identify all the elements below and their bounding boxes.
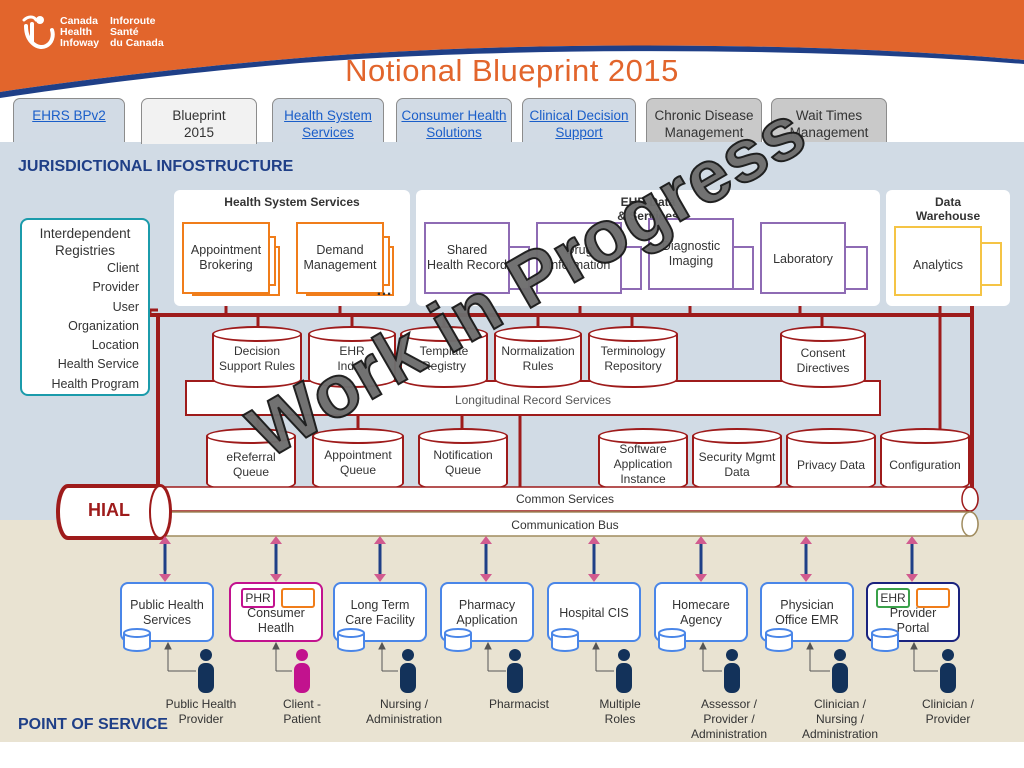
data-warehouse-title: Data Warehouse [915,195,981,223]
health-system-services-panel: Health System Services Appointment Broke… [174,190,410,306]
notification-queue: Notification Queue [418,428,508,492]
logo-line2-fr: Santé [110,26,139,38]
demand-management: Demand Management [296,222,384,294]
ehr-index: EHR Index [308,326,396,388]
template-registry: Template Registry [400,326,488,388]
diagnostic-imaging: Diagnostic Imaging [648,218,734,290]
infoway-logo: Canada Health Infoway Inforoute Santé du… [18,12,178,56]
user-client-patient: Client - Patient [282,697,321,726]
longitudinal-label: Longitudinal Record Services [454,393,612,407]
logo-line1-fr: Inforoute [110,15,156,27]
user-clinician-nursing-administration: Clinician / Nursing / Administration [801,697,879,741]
logo-line3-fr: du Canada [110,37,164,49]
user-nursing-administration: Nursing / Administration [365,697,443,726]
page-title: Notional Blueprint 2015 [345,53,679,88]
user-assessor-provider-administration: Assessor / Provider / Administration [690,697,768,741]
point-of-service-label: POINT OF SERVICE [18,716,168,733]
registries-title: Interdependent Registries [39,226,131,258]
laboratory: Laboratory [760,222,846,294]
phr-tag-empty [281,588,315,608]
pos-consumer-health: PHR Consumer Heatlh [229,582,323,642]
logo-line3-en: Infoway [60,37,100,49]
phr-tag: PHR [241,588,275,608]
pos-public-health-services: Public Health Services [120,582,214,642]
security-mgmt-data: Security Mgmt Data [692,428,782,492]
appointment-queue: Appointment Queue [312,428,404,492]
common-services-label: Common Services [515,492,615,506]
shared-health-record: Shared Health Record [424,222,510,294]
pos-hospital-cis: Hospital CIS [547,582,641,642]
infostructure-section-label: JURISDICTIONAL INFOSTRUCTURE [18,158,294,175]
pos-long-term-care-facility: Long Term Care Facility [333,582,427,642]
hial-pipes [56,484,979,540]
registry-health-program: Health Program [51,376,139,391]
header-banner [0,0,1024,98]
configuration: Configuration [880,428,970,492]
pos-connector-arrows [159,536,918,582]
user-multiple-roles: Multiple Roles [599,697,641,726]
ehr-data-services-panel: EHR Data & Services Shared Health Record… [416,190,880,306]
privacy-data: Privacy Data [786,428,876,492]
tab-ehrs-bpv2[interactable]: EHRS BPv2 [13,98,125,142]
registry-health-service: Health Service [57,357,139,372]
data-warehouse-panel: Data Warehouse Analytics [886,190,1010,306]
interdependent-registries: Interdependent Registries Client Provide… [20,218,150,396]
appointment-brokering: Appointment Brokering [182,222,270,294]
software-application-instance: Software Application Instance [598,428,688,492]
terminology-repository: Terminology Repository [588,326,678,388]
drug-information: Drug Information [536,222,622,294]
user-clinician-provider: Clinician / Provider [921,697,975,726]
registry-client: Client [107,261,139,275]
ehr-tag-empty [916,588,950,608]
communication-bus-label: Communication Bus [511,518,619,532]
user-public-health-provider: Public Health Provider [165,697,237,726]
hial-label: HIAL [88,500,130,520]
pos-provider-portal: EHR Provider Portal [866,582,960,642]
hss-more-ellipsis: … [376,282,392,299]
pos-people-and-databases [123,628,956,693]
consent-directives: Consent Directives [780,326,866,388]
hss-title: Health System Services [224,195,360,209]
ehr-tag: EHR [876,588,910,608]
pos-physician-office-emr: Physician Office EMR [760,582,854,642]
registry-user: User [112,299,139,314]
user-pharmacist: Pharmacist [488,697,550,711]
normalization-rules: Normalization Rules [494,326,582,388]
logo-line1-en: Canada [60,15,98,27]
ehr-data-title: EHR Data & Services [617,195,679,223]
registry-organization: Organization [68,318,139,333]
registry-provider: Provider [92,280,139,295]
decision-support-rules: Decision Support Rules [212,326,302,388]
logo-line2-en: Health [60,26,93,38]
analytics: Analytics [894,226,982,296]
registry-location: Location [91,338,139,353]
infoway-logo-mark [22,15,55,49]
